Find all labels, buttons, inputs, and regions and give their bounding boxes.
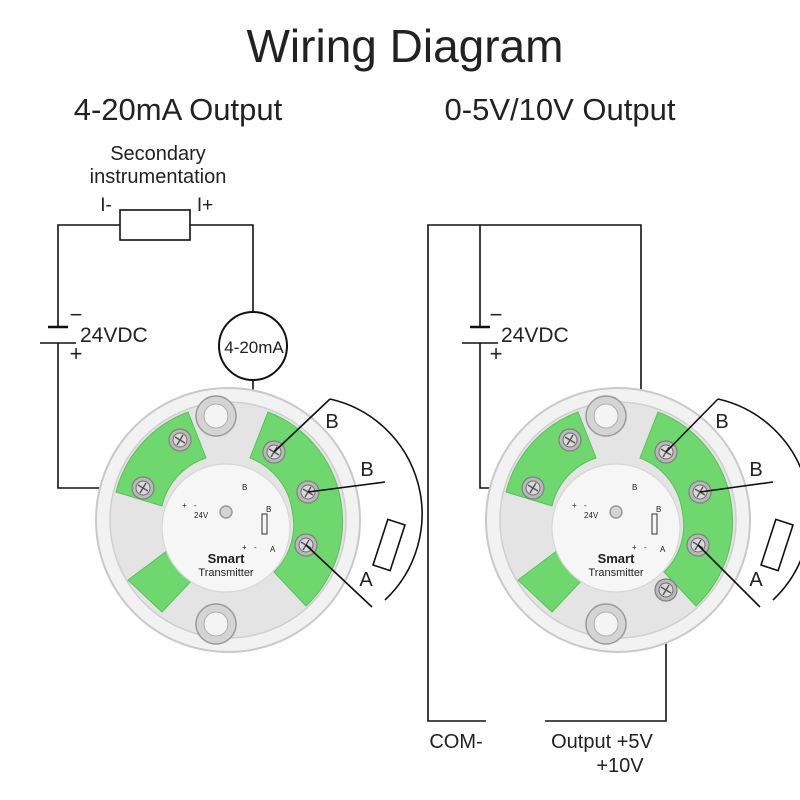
left-face-line2: Transmitter [198, 567, 254, 579]
left-transmitter: Smart Transmitter + - 24V + - B B A [95, 387, 361, 653]
current-meter-icon [218, 311, 288, 381]
left-supply-label: 24VDC [80, 324, 148, 347]
page-title: Wiring Diagram [247, 20, 564, 72]
instrument-label-line2: instrumentation [90, 166, 227, 188]
left-rtd-resistor [372, 518, 406, 572]
left-screw-1 [168, 428, 192, 452]
right-supply-minus: − [490, 302, 503, 327]
svg-text:24V: 24V [194, 511, 209, 520]
right-face-markings: + - 24V + - B B A [572, 483, 666, 554]
svg-text:24V: 24V [584, 511, 599, 520]
right-transmitter: Smart Transmitter + - 24V + - B B A [485, 387, 751, 653]
svg-text:-: - [584, 501, 587, 510]
svg-text:-: - [194, 501, 197, 510]
svg-text:B: B [266, 505, 271, 514]
right-rtd-arc [717, 398, 800, 601]
right-rtd-label-b2: B [749, 459, 762, 481]
left-battery-icon [40, 325, 76, 344]
left-supply-minus: − [70, 302, 83, 327]
svg-text:+: + [242, 543, 247, 552]
right-screw-output [654, 578, 678, 602]
svg-text:+: + [182, 501, 187, 510]
svg-text:B: B [656, 505, 661, 514]
terminal-plus-label: I+ [197, 195, 213, 216]
com-label: COM- [429, 731, 482, 753]
svg-text:A: A [270, 545, 276, 554]
right-supply-plus: + [490, 341, 503, 366]
right-rtd-resistor [760, 518, 794, 572]
right-battery-icon [462, 325, 498, 344]
meter-label: 4-20mA [224, 338, 284, 357]
svg-text:B: B [632, 483, 637, 492]
right-diagram: 0-5V/10V Output − 24VDC + Smart Transmit… [427, 92, 800, 777]
terminal-minus-label: I- [100, 195, 112, 216]
right-rtd-wire-b2 [699, 481, 774, 493]
output-label-line1: Output +5V [551, 731, 653, 753]
left-face-markings: + - 24V + - B B A [182, 483, 276, 554]
svg-text:+: + [572, 501, 577, 510]
left-diagram: 4-20mA Output Secondary instrumentation … [40, 92, 423, 653]
svg-text:A: A [660, 545, 666, 554]
left-rtd-arc [329, 398, 423, 601]
left-supply-plus: + [70, 341, 83, 366]
left-heading: 4-20mA Output [74, 92, 283, 127]
right-rtd-wire-b1 [665, 398, 719, 453]
svg-text:B: B [242, 483, 247, 492]
left-rtd-label-b1: B [325, 411, 338, 433]
left-rtd-wire-b1 [273, 398, 331, 453]
right-screw-1 [558, 428, 582, 452]
right-face-line2: Transmitter [588, 567, 644, 579]
instrument-label-line1: Secondary [110, 143, 206, 165]
right-screw-2 [521, 476, 545, 500]
svg-text:-: - [254, 543, 257, 552]
left-face-line1: Smart [208, 551, 246, 566]
right-heading: 0-5V/10V Output [445, 92, 676, 127]
output-label-line2: +10V [596, 755, 644, 777]
instrument-resistor [119, 209, 191, 241]
left-rtd-wire-b2 [307, 481, 386, 493]
right-rtd-wire-a [697, 544, 761, 608]
left-screw-2 [131, 476, 155, 500]
left-rtd-label-a: A [359, 569, 373, 591]
svg-text:-: - [644, 543, 647, 552]
right-face-line1: Smart [598, 551, 636, 566]
left-rtd-label-b2: B [360, 459, 373, 481]
right-supply-label: 24VDC [501, 324, 569, 347]
left-rtd-wire-a [305, 544, 373, 608]
right-rtd-label-b1: B [715, 411, 728, 433]
svg-text:+: + [632, 543, 637, 552]
right-rtd-label-a: A [749, 569, 763, 591]
